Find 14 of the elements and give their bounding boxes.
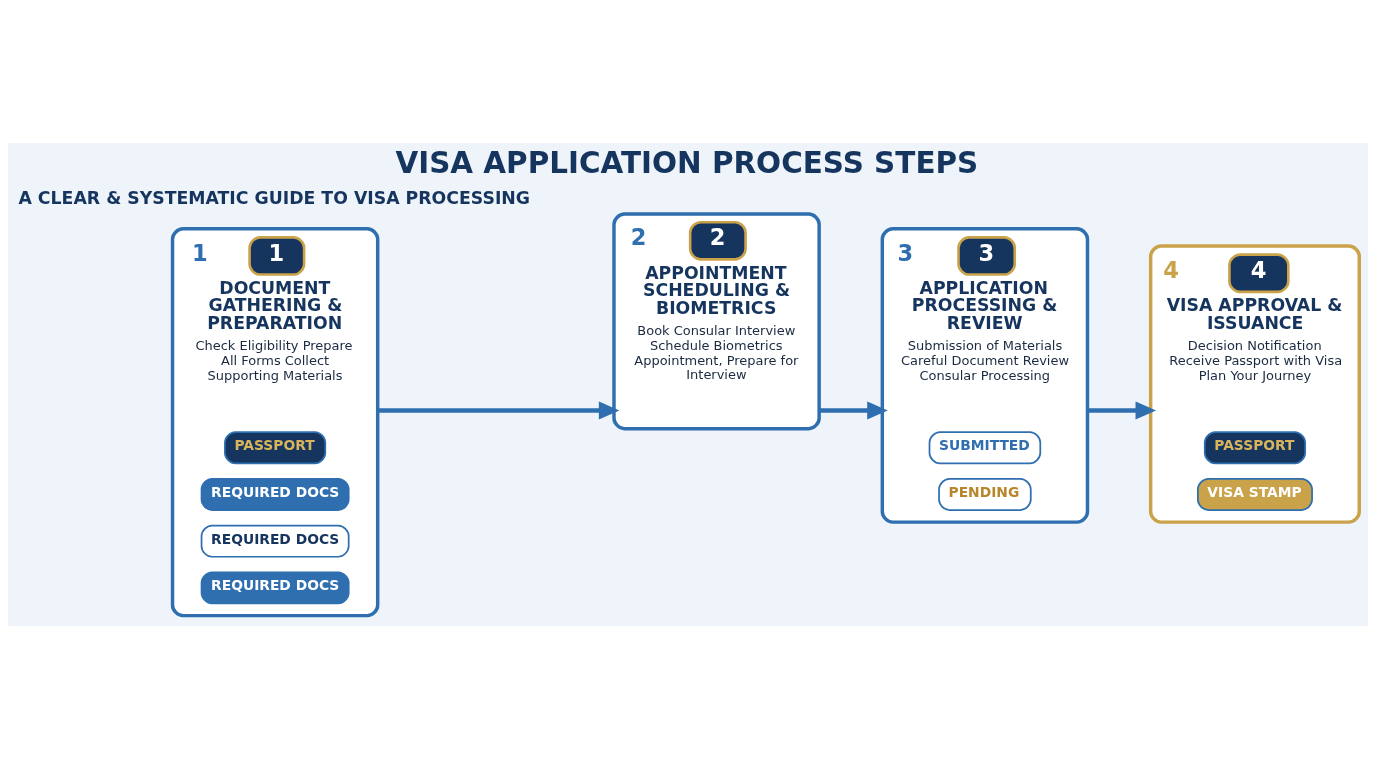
node-box: PASSPORT	[224, 430, 327, 464]
arrow	[819, 401, 888, 419]
diagram-title: VISA APPLICATION PROCESS STEPS	[395, 145, 979, 180]
node-box: PENDING	[938, 477, 1032, 511]
node-box: REQUIRED DOCS	[200, 570, 350, 604]
node-box: REQUIRED DOCS	[200, 477, 350, 511]
label: A CLEAR & SYSTEMATIC GUIDE TO VISA PROCESSING	[18, 187, 531, 208]
node-box: VISA STAMP	[1196, 477, 1313, 511]
node-box: PASSPORT	[1203, 430, 1307, 464]
node-box: SUBMITTED	[928, 430, 1042, 464]
arrow	[377, 400, 620, 419]
node-box: 2 2 APPOINTMENT SCHEDULING & BIOMETRICS Book Consular Interview Schedule Biometrics Appointment, Prepare for Interview	[612, 211, 821, 430]
arrow	[1087, 401, 1157, 419]
node-box: REQUIRED DOCS	[200, 524, 350, 558]
